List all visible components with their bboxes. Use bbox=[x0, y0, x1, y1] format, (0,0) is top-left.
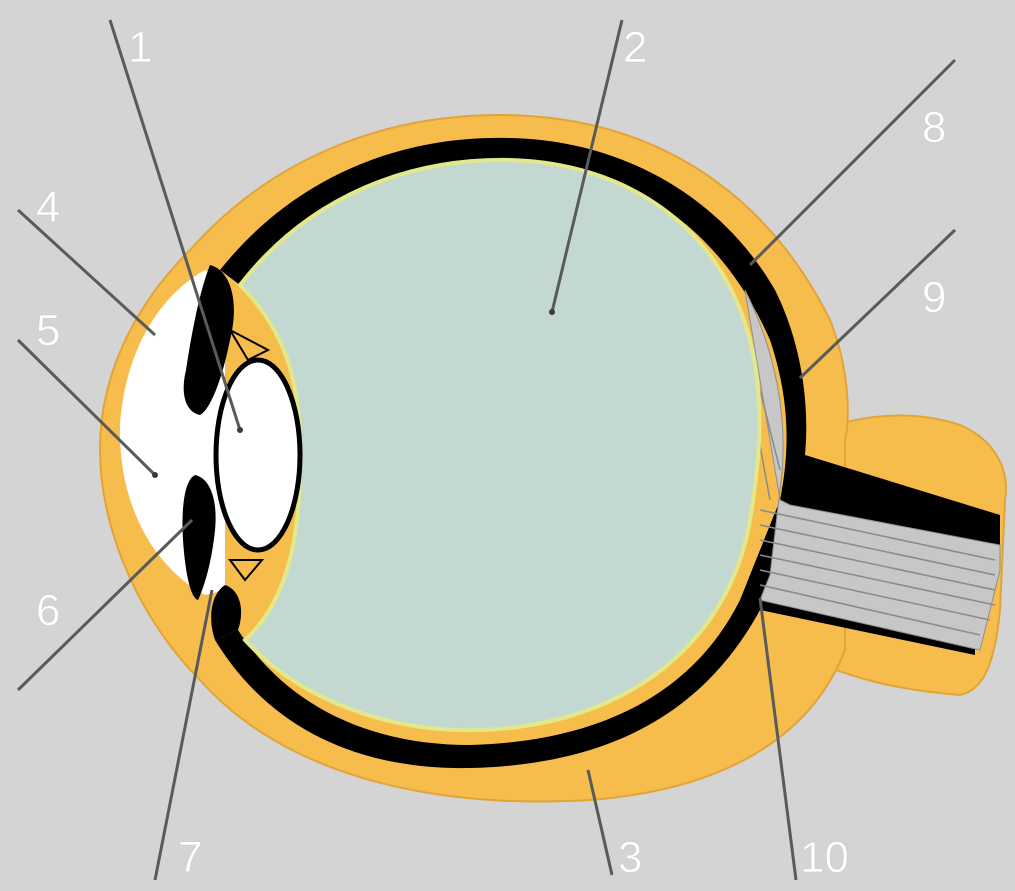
lens bbox=[216, 360, 300, 550]
callout-label-3: 3 bbox=[618, 833, 642, 882]
pointer-dot-2 bbox=[549, 309, 555, 315]
callout-label-5: 5 bbox=[36, 306, 60, 355]
callout-label-8: 8 bbox=[922, 103, 946, 152]
callout-label-7: 7 bbox=[178, 833, 202, 882]
callout-label-2: 2 bbox=[623, 23, 647, 72]
callout-label-6: 6 bbox=[36, 586, 60, 635]
pointer-dot-5 bbox=[152, 472, 158, 478]
callout-label-10: 10 bbox=[800, 833, 849, 882]
pointer-dot-1 bbox=[237, 427, 243, 433]
vitreous-body bbox=[240, 160, 759, 730]
callout-label-1: 1 bbox=[128, 23, 152, 72]
callout-label-9: 9 bbox=[922, 273, 946, 322]
callout-label-4: 4 bbox=[36, 183, 60, 232]
